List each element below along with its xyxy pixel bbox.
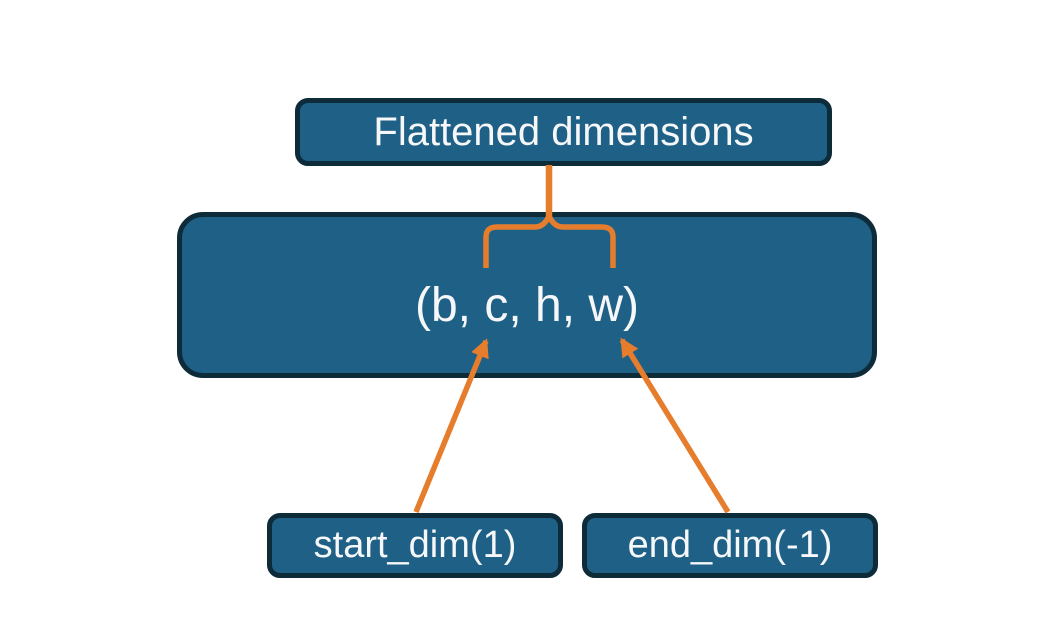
tensor-shape-box: (b, c, h, w)	[177, 212, 877, 378]
flattened-dimensions-box: Flattened dimensions	[295, 98, 832, 166]
flattened-dimensions-label: Flattened dimensions	[373, 109, 754, 154]
tensor-shape-label: (b, c, h, w)	[414, 278, 640, 332]
end-dim-box: end_dim(-1)	[582, 513, 878, 578]
end-dim-label: end_dim(-1)	[627, 524, 833, 566]
start-dim-box: start_dim(1)	[267, 513, 563, 578]
start-dim-label: start_dim(1)	[313, 524, 517, 566]
